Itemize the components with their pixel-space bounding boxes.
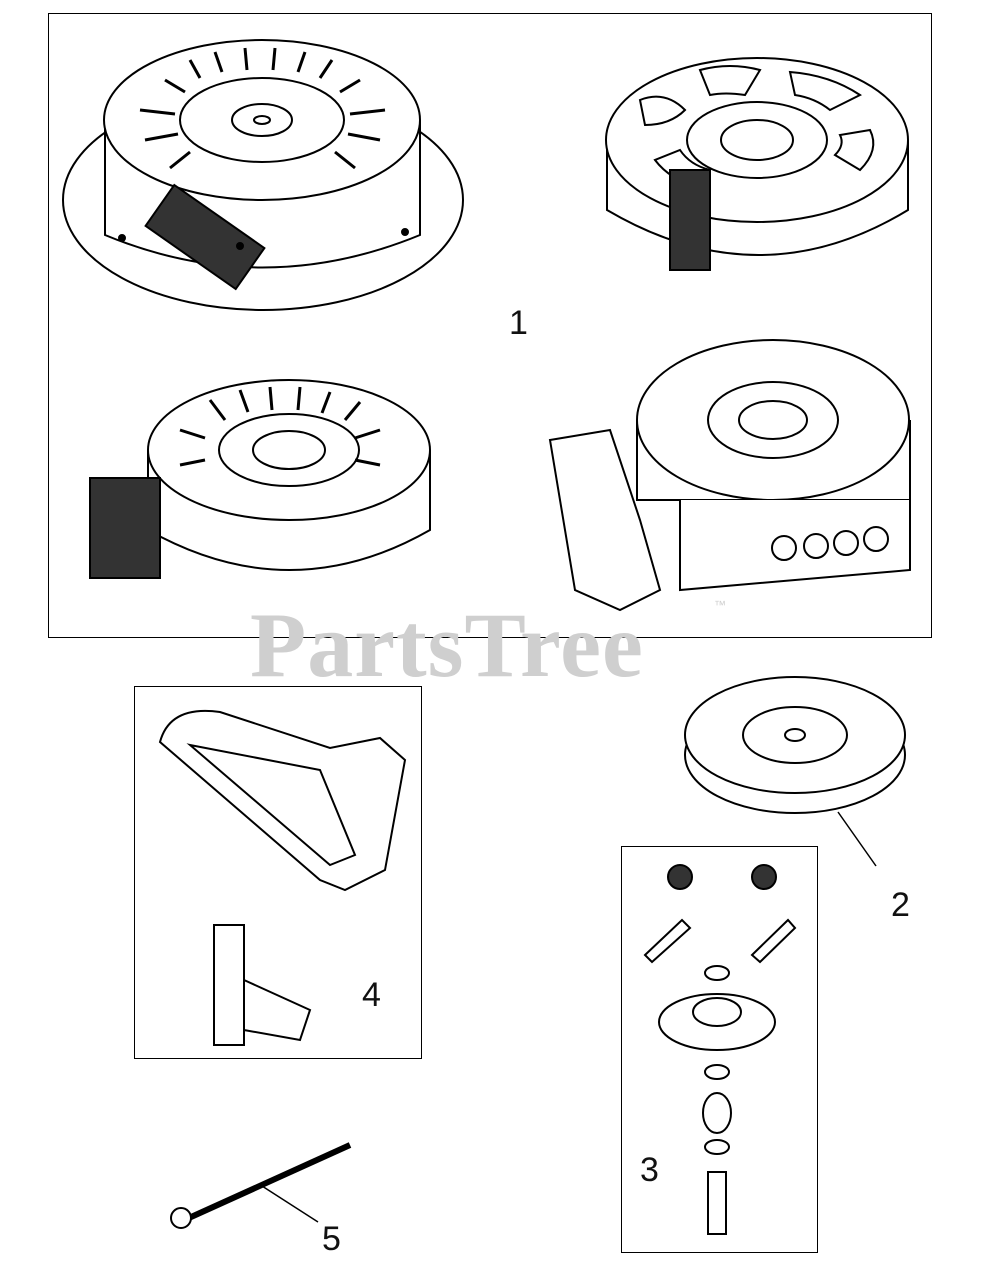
pawl-kit-panel [621,846,818,1253]
starter-assembly-slotted [605,57,909,271]
starter-assembly-vented [548,339,911,612]
callout-2: 2 [891,886,910,924]
trademark-symbol: ™ [714,598,726,612]
watermark: PartsTree [250,594,644,696]
handle-kit-panel [134,686,422,1059]
callout-4: 4 [362,976,381,1014]
callout-3: 3 [640,1151,659,1189]
callout-5: 5 [322,1220,341,1258]
starter-assembly-flanged [62,39,464,311]
pawl-kit-parts [643,864,797,1235]
handle-bolt [170,1142,352,1229]
starter-assemblies-panel [48,13,932,638]
callout-1: 1 [509,304,528,342]
rope-pulley [684,676,906,867]
starter-assembly-compact [89,379,431,579]
starter-handle-kit [158,709,407,1046]
